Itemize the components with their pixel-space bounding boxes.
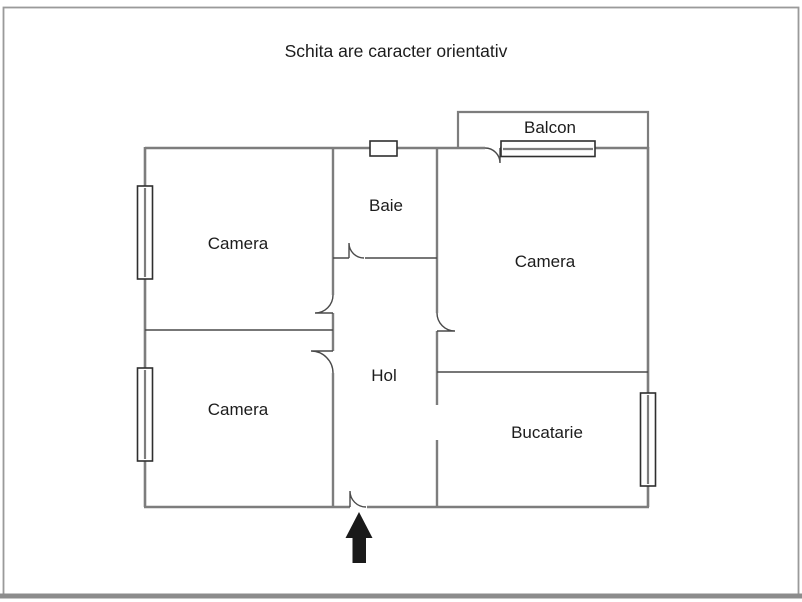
entrance-arrow-icon — [345, 512, 373, 563]
room-label-balcon: Balcon — [524, 118, 576, 137]
entrance-door-arc — [349, 490, 367, 508]
room-label-hol: Hol — [371, 366, 397, 385]
vent-baie — [369, 140, 398, 157]
balcony-door-arc — [484, 147, 501, 164]
interior-dividers — [145, 257, 648, 373]
balcony-walls — [456, 110, 650, 148]
room-label-bucatarie: Bucatarie — [511, 423, 583, 442]
baie-door-arc — [348, 242, 365, 259]
camera-top-left-door-arc — [314, 294, 334, 314]
camera-bottom-left-door-arc — [310, 350, 334, 374]
room-label-camera-top-left: Camera — [208, 234, 269, 253]
room-label-baie: Baie — [369, 196, 403, 215]
room-label-camera-bottom-left: Camera — [208, 400, 269, 419]
disclaimer-title: Schita are caracter orientativ — [285, 41, 508, 61]
camera-right-door-arc — [436, 312, 456, 332]
room-label-camera-right: Camera — [515, 252, 576, 271]
window-wall-midlines — [143, 147, 650, 484]
